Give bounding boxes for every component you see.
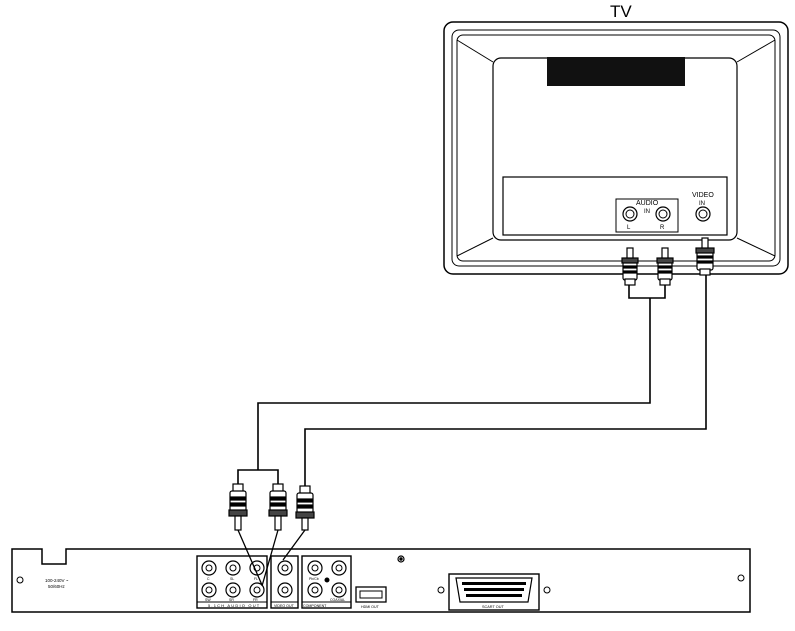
tv-left-label: L	[627, 225, 631, 231]
audio-out-label: 5.1CH AUDIO OUT	[208, 603, 260, 608]
jack-label-sl: SL	[230, 577, 234, 581]
plug-leads	[237, 529, 306, 587]
audio-plug-r-tv	[656, 247, 674, 286]
tv-right-label: R	[660, 225, 665, 231]
video-out-jack-2	[277, 582, 293, 598]
jack-label-sr: SR	[229, 598, 234, 602]
coaxial-jack	[331, 582, 347, 598]
ground-screw	[397, 555, 405, 563]
component-block	[301, 555, 352, 609]
scart-pins	[462, 582, 526, 597]
mount-screw-right	[737, 574, 745, 582]
tv-label-block	[547, 57, 685, 86]
audio-in-group	[615, 198, 679, 233]
mount-screw-left	[16, 576, 24, 584]
audio-plug-l-tv	[621, 247, 639, 286]
audio-plug-l-player	[228, 483, 248, 531]
jack-fr	[249, 560, 265, 576]
jack-label-fr: FR	[253, 598, 258, 602]
video-out-block	[270, 555, 299, 609]
tv-audio-label: AUDIO	[636, 200, 659, 207]
tv-video-sub: IN	[699, 201, 705, 207]
component-pr-jack	[331, 560, 347, 576]
component-y-jack	[307, 560, 323, 576]
jack-c	[201, 582, 217, 598]
jack-sr	[225, 560, 241, 576]
hdmi-port	[355, 586, 387, 603]
audio-in-r-jack	[655, 206, 671, 222]
jack-label-c: C	[207, 577, 210, 581]
tv-input-panel	[502, 176, 728, 236]
video-plug-tv	[695, 237, 715, 276]
video-in-jack	[695, 206, 711, 222]
video-plug-player	[295, 485, 315, 531]
video-out-label: VIDEO OUT	[274, 604, 295, 608]
jack-fl	[249, 582, 265, 598]
scart-block	[448, 573, 540, 611]
tv-video-label: VIDEO	[692, 192, 714, 199]
audio-in-l-jack	[622, 206, 638, 222]
scart-label: SCART OUT	[482, 605, 504, 609]
jack-sl	[225, 582, 241, 598]
power-label-1: 100-240V ~	[45, 578, 69, 583]
pb-label: Pb/Cb	[309, 577, 319, 581]
audio-plug-r-player	[268, 483, 288, 531]
dvd-player	[11, 548, 751, 613]
jack-label-sw: SW	[205, 598, 211, 602]
component-pb-jack	[307, 582, 323, 598]
coaxial-label: COAXIAL	[330, 598, 345, 602]
jack-label-fl: FL	[254, 577, 258, 581]
video-out-jack	[277, 560, 293, 576]
tv-audio-sub: IN	[644, 209, 650, 215]
tv-title: TV	[610, 2, 632, 21]
jack-rings	[205, 564, 343, 594]
power-label-2: 50/60Hz	[48, 584, 66, 589]
jack-sw	[201, 560, 217, 576]
hdmi-label: HDMI OUT	[361, 605, 380, 609]
cables	[237, 275, 707, 487]
component-label: COMPONENT	[303, 604, 327, 608]
audio-out-block	[196, 555, 268, 609]
tv-set	[443, 21, 789, 275]
